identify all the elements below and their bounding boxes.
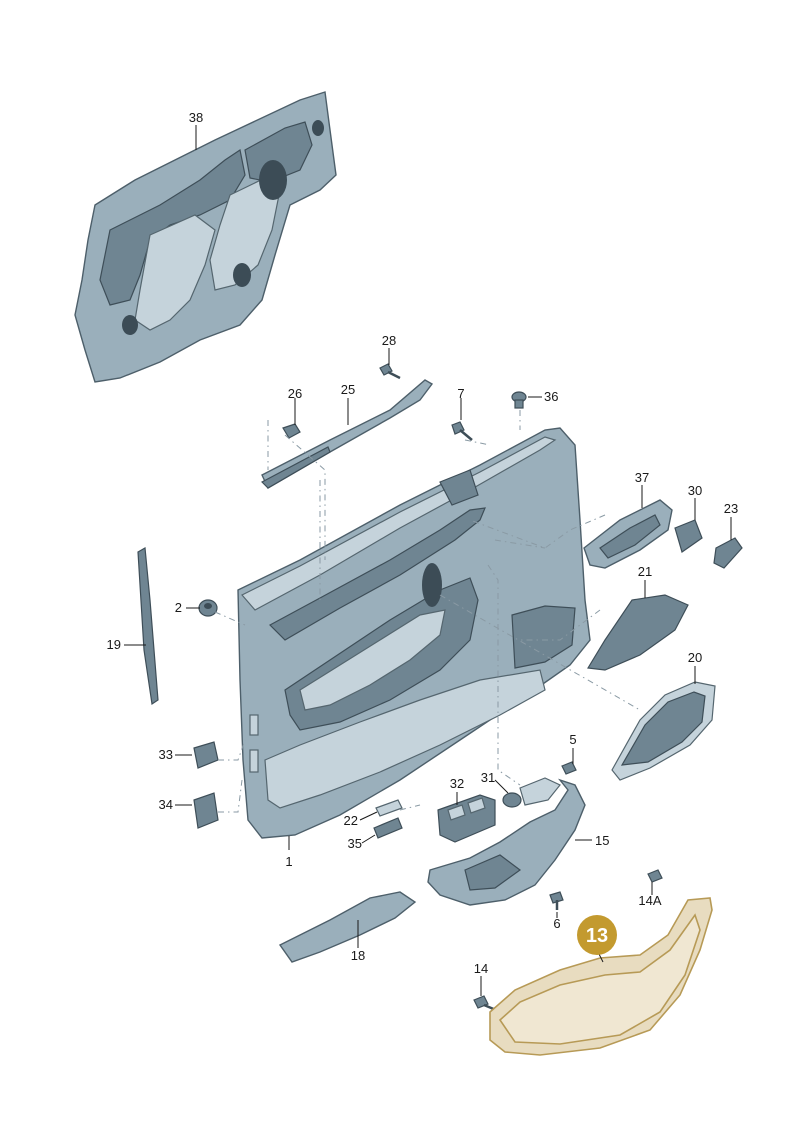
door-trim-panel-1 <box>237 427 591 839</box>
screw-14A <box>647 869 663 883</box>
armrest-13-highlighted[interactable] <box>489 897 713 1056</box>
door-handle-37 <box>583 499 673 569</box>
handle-bracket-30 <box>674 519 703 553</box>
callout-7: 7 <box>457 386 464 401</box>
callout-34: 34 <box>159 797 173 812</box>
callout-6: 6 <box>553 916 560 931</box>
callout-32: 32 <box>450 776 464 791</box>
screw-28 <box>379 363 401 380</box>
clip-36 <box>511 391 527 409</box>
clip-26 <box>282 423 301 439</box>
seal-strip-19 <box>137 547 159 706</box>
cover-35 <box>373 817 403 839</box>
trim-strip-18 <box>278 891 417 963</box>
speaker-grille-21 <box>587 594 689 671</box>
window-switch-32 <box>437 794 496 843</box>
callout-36: 36 <box>544 389 558 404</box>
callout-1: 1 <box>285 854 292 869</box>
cap-23 <box>713 537 743 569</box>
callout-35: 35 <box>348 836 362 851</box>
screw-6 <box>549 891 564 910</box>
insulation-panel-38 <box>74 91 337 383</box>
callout-19: 19 <box>107 637 121 652</box>
callout-38: 38 <box>189 110 203 125</box>
highlight-badge-13[interactable]: 13 <box>577 915 617 955</box>
screw-14 <box>473 995 497 1012</box>
switch-33 <box>193 741 219 769</box>
pin-7 <box>451 421 473 441</box>
upper-trim-strip-25 <box>261 379 434 489</box>
cover-22 <box>375 799 403 817</box>
leader-lines <box>124 125 732 996</box>
armrest-bracket-15 <box>427 777 586 906</box>
switch-34 <box>193 792 219 829</box>
callout-30: 30 <box>688 483 702 498</box>
callout-14A: 14A <box>638 893 661 908</box>
callout-5: 5 <box>569 732 576 747</box>
callout-28: 28 <box>382 333 396 348</box>
screw-5 <box>561 761 577 775</box>
callout-labels: 38 28 26 25 7 36 37 30 23 21 20 2 19 33 … <box>107 110 739 976</box>
assembly-lines <box>214 410 641 813</box>
callout-37: 37 <box>635 470 649 485</box>
callout-31: 31 <box>481 770 495 785</box>
callout-14: 14 <box>474 961 488 976</box>
clip-2 <box>198 599 218 617</box>
highlight-badge-label: 13 <box>586 925 608 947</box>
bolt-31 <box>502 792 522 808</box>
callout-15: 15 <box>595 833 609 848</box>
callout-21: 21 <box>638 564 652 579</box>
callout-25: 25 <box>341 382 355 397</box>
callout-33: 33 <box>159 747 173 762</box>
callout-20: 20 <box>688 650 702 665</box>
trim-panel-20 <box>611 681 716 781</box>
callout-18: 18 <box>351 948 365 963</box>
callout-22: 22 <box>344 813 358 828</box>
callout-23: 23 <box>724 501 738 516</box>
callout-26: 26 <box>288 386 302 401</box>
callout-2: 2 <box>175 600 182 615</box>
